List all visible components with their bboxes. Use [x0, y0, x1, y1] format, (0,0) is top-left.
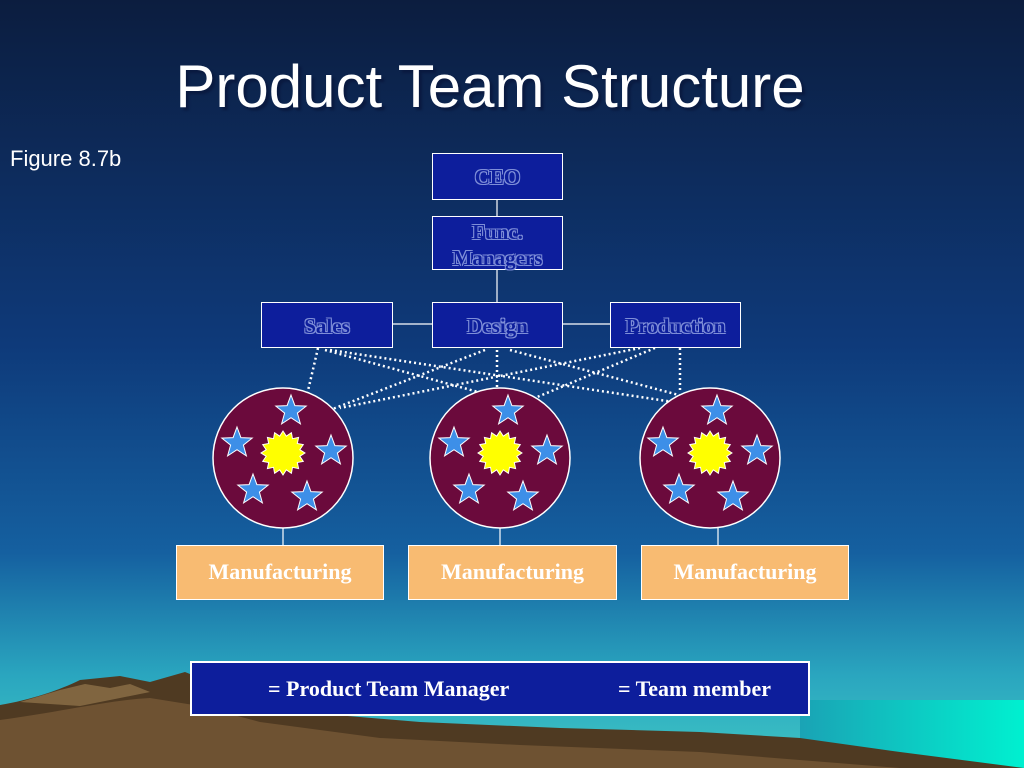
manufacturing-label: Manufacturing — [208, 559, 352, 584]
functional-managers-box: Func. Managers — [432, 216, 563, 270]
product-team-manager-icon — [260, 430, 306, 476]
legend-manager-label: = Product Team Manager — [268, 676, 510, 701]
product-team-manager-icon — [687, 430, 733, 476]
team-member-icon — [740, 433, 774, 466]
manufacturing-label: Manufacturing — [441, 559, 584, 584]
sales-label: Sales — [304, 314, 350, 338]
hierarchy-lines — [282, 200, 719, 545]
team-member-icon — [437, 425, 471, 458]
mountain-highlight — [20, 684, 150, 706]
product-team-manager-icon — [477, 430, 523, 476]
manufacturing-box-3: Manufacturing — [641, 545, 849, 600]
team-member-icon — [530, 433, 564, 466]
manufacturing-label: Manufacturing — [673, 559, 817, 584]
production-label: Production — [625, 314, 726, 338]
functional-managers-label-line1: Func. — [472, 220, 523, 244]
legend-box: = Product Team Manager = Team member — [190, 661, 810, 716]
team-member-icon — [506, 479, 540, 512]
product-team-2 — [429, 387, 571, 529]
team-member-icon — [274, 393, 308, 426]
team-member-icon — [290, 479, 324, 512]
manufacturing-box-1: Manufacturing — [176, 545, 384, 600]
team-member-icon — [700, 393, 734, 426]
figure-label: Figure 8.7b — [10, 146, 122, 171]
team-member-icon — [236, 472, 270, 505]
legend-member-label: = Team member — [618, 676, 772, 701]
dotted-team-links — [305, 346, 691, 412]
slide-title: Product Team Structure — [175, 53, 805, 120]
product-team-1 — [212, 387, 354, 529]
manufacturing-box-2: Manufacturing — [408, 545, 617, 600]
functional-managers-label-line2: Managers — [452, 246, 543, 270]
link-sales-team3 — [329, 348, 681, 405]
team-member-icon — [491, 393, 525, 426]
ceo-box: CEO — [432, 153, 563, 200]
team-member-icon — [662, 472, 696, 505]
product-team-3 — [639, 387, 781, 529]
team-member-icon — [646, 425, 680, 458]
team-member-icon — [452, 472, 486, 505]
team-member-icon — [314, 433, 348, 466]
team-member-icon — [220, 425, 254, 458]
ceo-label: CEO — [474, 165, 521, 189]
team-member-icon — [716, 479, 750, 512]
link-design-team3 — [509, 348, 691, 400]
sales-box: Sales — [261, 302, 393, 348]
production-box: Production — [610, 302, 741, 348]
link-sales-team2 — [324, 348, 501, 400]
link-sales-team1 — [305, 347, 320, 396]
design-label: Design — [467, 314, 528, 338]
link-production-team1 — [339, 346, 641, 410]
design-box: Design — [432, 302, 563, 348]
